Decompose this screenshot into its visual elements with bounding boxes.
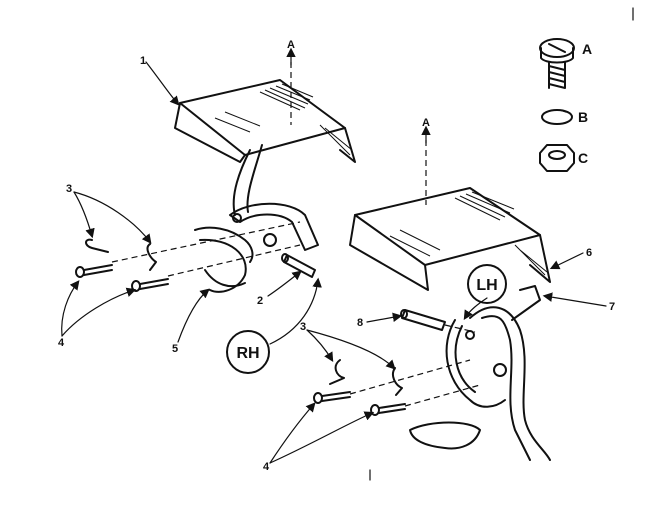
- callout-part-8: 8: [357, 317, 363, 329]
- hardware-label-b: B: [578, 109, 588, 125]
- clevis-pin-right-2: [370, 403, 406, 416]
- lock-washer-b: [541, 109, 573, 125]
- callout-labels: 1 2 3 3 4 4 5 6 7 8 A A: [58, 39, 615, 473]
- callout-part-6: 6: [586, 247, 592, 259]
- callout-part-4-right: 4: [263, 461, 270, 473]
- shaft-8: [400, 309, 446, 331]
- leader-lines: [61, 47, 607, 464]
- clevis-pin-left-1: [75, 264, 113, 278]
- bolt-a: [539, 38, 575, 89]
- callout-axis-a-right: A: [422, 117, 430, 129]
- hairpin-clip-right-lower: [392, 367, 403, 396]
- right-shield: [349, 187, 551, 291]
- clevis-pin-left-2: [131, 278, 169, 292]
- callout-axis-a-left: A: [287, 39, 295, 51]
- hairpin-clip-left-lower: [146, 243, 157, 271]
- rh-badge: RH: [226, 330, 270, 374]
- hardware-labels: A B C: [578, 41, 592, 166]
- hardware-label-a: A: [582, 41, 592, 57]
- left-shield: [174, 79, 356, 163]
- rh-badge-label: RH: [236, 345, 259, 362]
- assembly-lines: [111, 62, 481, 407]
- hardware-label-c: C: [578, 150, 588, 166]
- callout-part-4-left: 4: [58, 337, 65, 349]
- callout-part-7: 7: [609, 301, 615, 313]
- callout-part-3-right: 3: [300, 321, 306, 333]
- lh-badge-label: LH: [476, 277, 497, 294]
- hairpin-clip-right-upper: [329, 359, 345, 385]
- right-tine-assembly: [409, 285, 551, 461]
- callout-part-1: 1: [140, 55, 146, 67]
- left-tine-assembly: [194, 144, 319, 293]
- callout-part-5: 5: [172, 343, 178, 355]
- callout-part-2: 2: [257, 295, 263, 307]
- shaft-2: [281, 253, 316, 278]
- clevis-pin-right-1: [313, 391, 351, 404]
- lh-badge: LH: [467, 264, 507, 304]
- callout-part-3-left: 3: [66, 183, 72, 195]
- hairpin-clip-left-upper: [85, 238, 109, 253]
- hex-nut-c: [539, 144, 575, 172]
